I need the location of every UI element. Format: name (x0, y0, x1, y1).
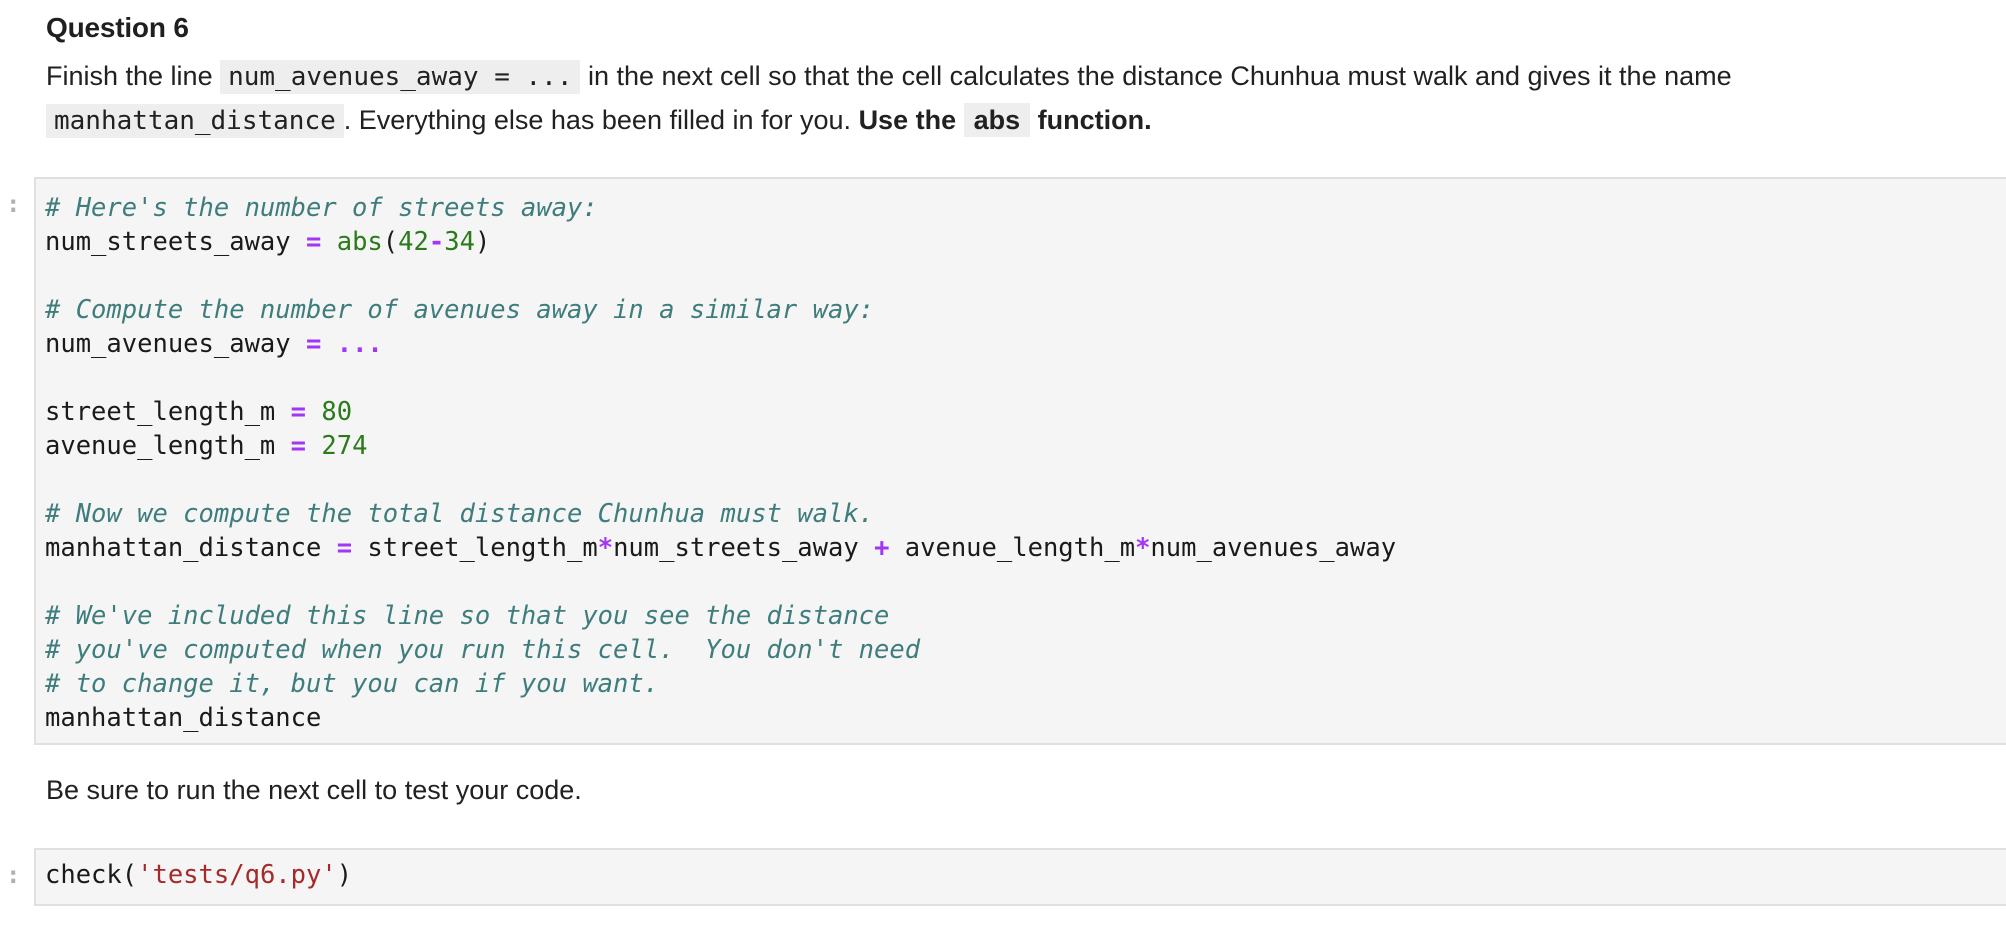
question-text: . Everything else has been filled in for… (343, 105, 859, 135)
inline-code-num-avenues-away: num_avenues_away = ... (220, 60, 581, 94)
code-line: # you've computed when you run this cell… (45, 633, 1396, 667)
question-text: Finish the line (46, 61, 221, 91)
code-token-name: street_length_m (352, 533, 598, 563)
code-token-op: = (290, 431, 306, 461)
code-token-builtin: abs (336, 227, 383, 257)
code-line: # We've included this line so that you s… (45, 599, 1396, 633)
inline-code-manhattan-distance: manhattan_distance (46, 104, 344, 138)
code-line: check('tests/q6.py') (45, 858, 352, 892)
code-token-name: manhattan_distance (45, 703, 322, 733)
code-token-name: street_length_m (45, 397, 291, 427)
code-token-num: 274 (321, 431, 368, 461)
code-token-comment: # Compute the number of avenues away in … (45, 295, 875, 325)
code-token-name: num_streets_away (45, 227, 306, 257)
code-line: street_length_m = 80 (45, 395, 1396, 429)
code-line (45, 463, 1396, 497)
question-heading: Question 6 (46, 12, 189, 43)
code-token-name (306, 397, 321, 427)
code-token-op: = (306, 329, 322, 359)
code-cell-check[interactable]: check('tests/q6.py') (34, 848, 2006, 906)
code-token-comment: # to change it, but you can if you want. (45, 669, 660, 699)
code-editor[interactable]: check('tests/q6.py') (45, 858, 352, 892)
instruction-text: Be sure to run the next cell to test you… (46, 775, 582, 805)
code-token-op: = (290, 397, 306, 427)
code-token-op: = (336, 533, 353, 563)
code-token-comment: # Now we compute the total distance Chun… (45, 499, 875, 529)
code-line: manhattan_distance = street_length_m*num… (45, 531, 1396, 565)
code-token-ellipsis: ... (336, 329, 383, 359)
code-line: # to change it, but you can if you want. (45, 667, 1396, 701)
question-text-line-2: manhattan_distance. Everything else has … (46, 100, 1152, 141)
code-token-name: num_avenues_away (1150, 533, 1397, 563)
bold-text: Use the (858, 105, 957, 135)
code-token-num: 34 (444, 227, 475, 257)
code-token-comment: # Here's the number of streets away: (45, 193, 598, 223)
bold-text: function. (1037, 105, 1152, 135)
code-line (45, 361, 1396, 395)
code-line: # Here's the number of streets away: (45, 191, 1396, 225)
inline-code-abs: abs (963, 103, 1031, 137)
code-token-name: manhattan_distance (45, 533, 337, 563)
code-token-num: 80 (321, 397, 353, 427)
code-token-name: avenue_length_m (45, 431, 291, 461)
bold-instruction: Use the abs function. (859, 103, 1152, 137)
code-line (45, 565, 1396, 599)
code-cell-manhattan[interactable]: # Here's the number of streets away:num_… (34, 177, 2006, 745)
code-token-op: + (874, 533, 890, 563)
code-token-name (321, 227, 336, 257)
code-token-str: 'tests/q6.py' (137, 860, 337, 890)
code-token-punc: ) (474, 227, 491, 257)
code-token-comment: # We've included this line so that you s… (45, 601, 890, 631)
code-token-op: = (306, 227, 322, 257)
code-line: avenue_length_m = 274 (45, 429, 1396, 463)
code-token-punc: ( (121, 860, 138, 890)
code-token-name: num_avenues_away (45, 329, 306, 359)
question-text: in the next cell so that the cell calcul… (580, 61, 1732, 91)
code-token-op: * (597, 533, 614, 563)
code-token-name: avenue_length_m (889, 533, 1136, 563)
cell-prompt: : (6, 190, 21, 218)
code-token-name: num_streets_away (613, 533, 875, 563)
code-line: # Compute the number of avenues away in … (45, 293, 1396, 327)
question-text-line-1: Finish the line num_avenues_away = ... i… (46, 56, 1732, 97)
code-line: num_avenues_away = ... (45, 327, 1396, 361)
code-line: manhattan_distance (45, 701, 1396, 735)
code-token-name (306, 431, 321, 461)
code-token-op: * (1135, 533, 1151, 563)
code-token-num: 42 (398, 227, 429, 257)
code-token-name (321, 329, 336, 359)
code-editor[interactable]: # Here's the number of streets away:num_… (45, 191, 1396, 735)
code-token-name: check (45, 860, 122, 890)
code-token-punc: ( (382, 227, 399, 257)
cell-prompt: : (6, 861, 21, 889)
code-token-op: - (428, 227, 445, 257)
code-line: num_streets_away = abs(42-34) (45, 225, 1396, 259)
code-line (45, 259, 1396, 293)
code-line: # Now we compute the total distance Chun… (45, 497, 1396, 531)
code-token-comment: # you've computed when you run this cell… (45, 635, 921, 665)
code-token-punc: ) (336, 860, 353, 890)
